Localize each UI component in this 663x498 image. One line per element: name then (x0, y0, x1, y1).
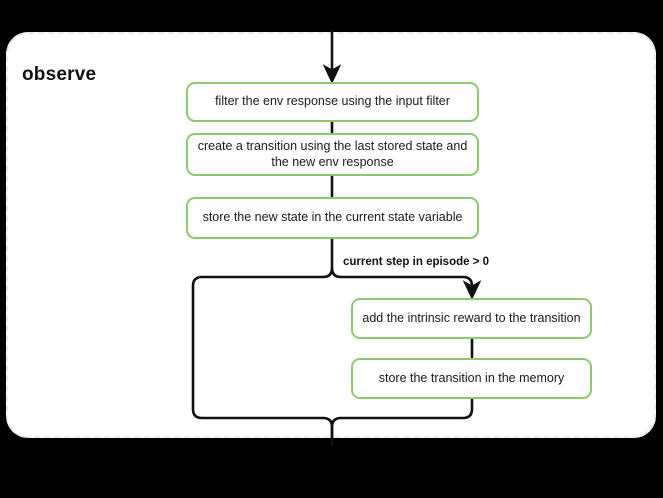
node-filter-env-response[interactable]: filter the env response using the input … (186, 82, 479, 122)
subgraph-title-observe: observe (22, 64, 97, 85)
edge-label-current-step-condition: current step in episode > 0 (343, 256, 490, 268)
node-create-transition[interactable]: create a transition using the last store… (186, 133, 479, 176)
node-add-intrinsic-reward[interactable]: add the intrinsic reward to the transiti… (351, 298, 592, 339)
node-store-new-state[interactable]: store the new state in the current state… (186, 197, 479, 239)
node-store-transition-memory[interactable]: store the transition in the memory (351, 358, 592, 399)
